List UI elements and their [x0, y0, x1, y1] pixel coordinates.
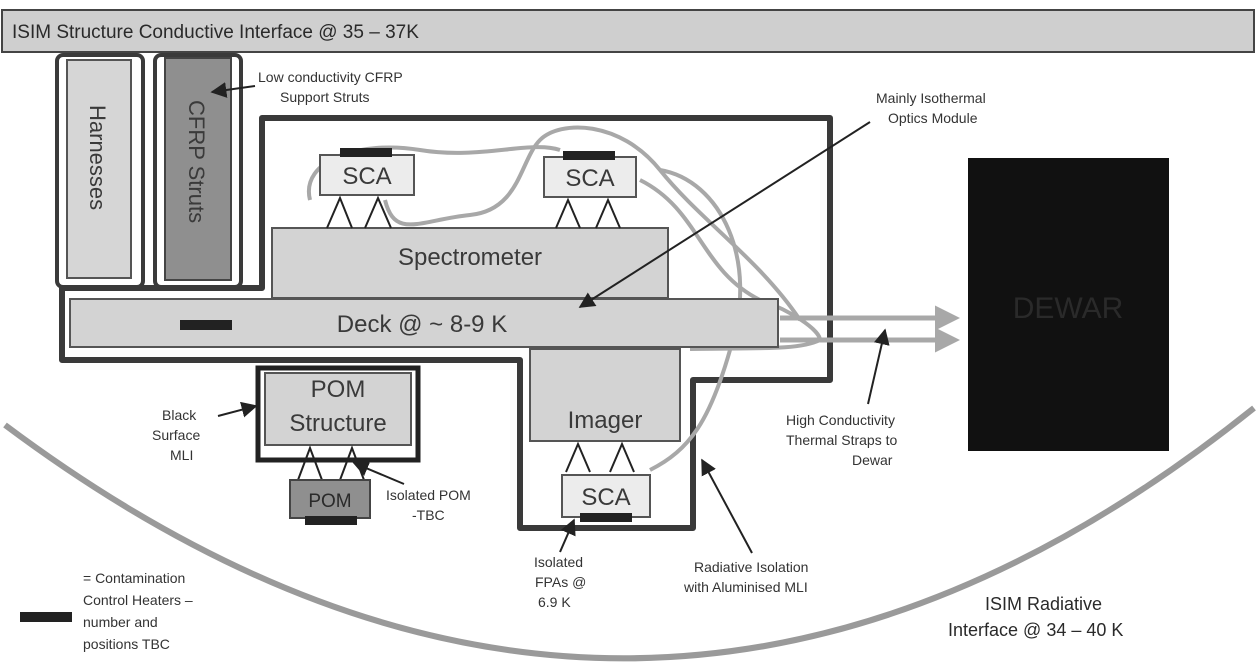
conductive-interface-label: ISIM Structure Conductive Interface @ 35… — [12, 22, 419, 43]
legend-line-2: Control Heaters – — [83, 592, 193, 608]
radiative-interface-arc — [3, 405, 1256, 662]
legend: = Contamination Control Heaters – number… — [20, 570, 193, 652]
pom: POM — [289, 479, 371, 525]
pom-structure: POM Structure — [255, 365, 421, 481]
isolated-pom-line-1: Isolated POM — [386, 487, 471, 503]
contamination-heater — [180, 320, 232, 330]
pom-structure-label-1: POM — [311, 376, 366, 403]
black-surface-line-1: Black — [162, 407, 197, 423]
black-surface-note: Black Surface MLI — [152, 401, 258, 463]
legend-line-1: = Contamination — [83, 570, 185, 586]
radiative-interface-note: ISIM Radiative Interface @ 34 – 40 K — [948, 594, 1123, 640]
isolated-fpas-line-2: FPAs @ — [535, 574, 586, 590]
sca-left-label: SCA — [342, 163, 391, 190]
dewar-label: DEWAR — [1013, 292, 1124, 325]
isolated-fpas-note: Isolated FPAs @ 6.9 K — [534, 518, 586, 610]
legend-heater-swatch — [20, 612, 72, 622]
isolated-fpas-line-1: Isolated — [534, 554, 583, 570]
optics-module-line-2: Optics Module — [888, 110, 978, 126]
pom-structure-label-2: Structure — [289, 410, 386, 437]
black-surface-line-3: MLI — [170, 447, 193, 463]
sca-right: SCA — [543, 151, 637, 229]
isolated-pom-line-2: -TBC — [412, 507, 445, 523]
pom-label: POM — [308, 491, 351, 512]
thermal-straps-note: High Conductivity Thermal Straps to Dewa… — [786, 328, 897, 468]
radiative-isolation-line-2: with Aluminised MLI — [683, 579, 808, 595]
radiative-isolation-line-1: Radiative Isolation — [694, 559, 808, 575]
deck-label: Deck @ ~ 8-9 K — [337, 311, 507, 338]
harnesses: Harnesses — [55, 53, 145, 289]
legend-line-4: positions TBC — [83, 636, 170, 652]
sca-imager-label: SCA — [581, 484, 630, 511]
spectrometer-label: Spectrometer — [398, 244, 542, 271]
sca-imager: SCA — [561, 474, 651, 522]
deck: Deck @ ~ 8-9 K — [69, 298, 779, 348]
thermal-straps-line-1: High Conductivity — [786, 412, 895, 428]
optics-module-note: Mainly Isothermal Optics Module — [578, 90, 986, 308]
optics-module-line-1: Mainly Isothermal — [876, 90, 986, 106]
support-struts-line-2: Support Struts — [280, 89, 370, 105]
imager: Imager — [529, 348, 681, 473]
black-surface-line-2: Surface — [152, 427, 200, 443]
support-struts-line-1: Low conductivity CFRP — [258, 69, 403, 85]
isolated-pom-note: Isolated POM -TBC — [352, 461, 471, 523]
thermal-straps-line-2: Thermal Straps to — [786, 432, 897, 448]
spectrometer: Spectrometer — [271, 227, 669, 299]
radiative-interface-line-1: ISIM Radiative — [985, 594, 1102, 614]
legend-line-3: number and — [83, 614, 158, 630]
radiative-interface-line-2: Interface @ 34 – 40 K — [948, 620, 1123, 640]
sca-right-label: SCA — [565, 165, 614, 192]
sca-left: SCA — [319, 148, 415, 229]
dewar: DEWAR — [968, 158, 1169, 451]
harnesses-label: Harnesses — [85, 105, 110, 210]
radiative-isolation-note: Radiative Isolation with Aluminised MLI — [683, 458, 808, 595]
isolated-fpas-line-3: 6.9 K — [538, 594, 571, 610]
thermal-straps-line-3: Dewar — [852, 452, 893, 468]
cfrp-struts-label: CFRP Struts — [184, 100, 209, 223]
structure-conductive-interface-bar: ISIM Structure Conductive Interface @ 35… — [1, 9, 1255, 53]
imager-label: Imager — [568, 407, 643, 434]
support-struts-note: Low conductivity CFRP Support Struts — [210, 69, 403, 105]
